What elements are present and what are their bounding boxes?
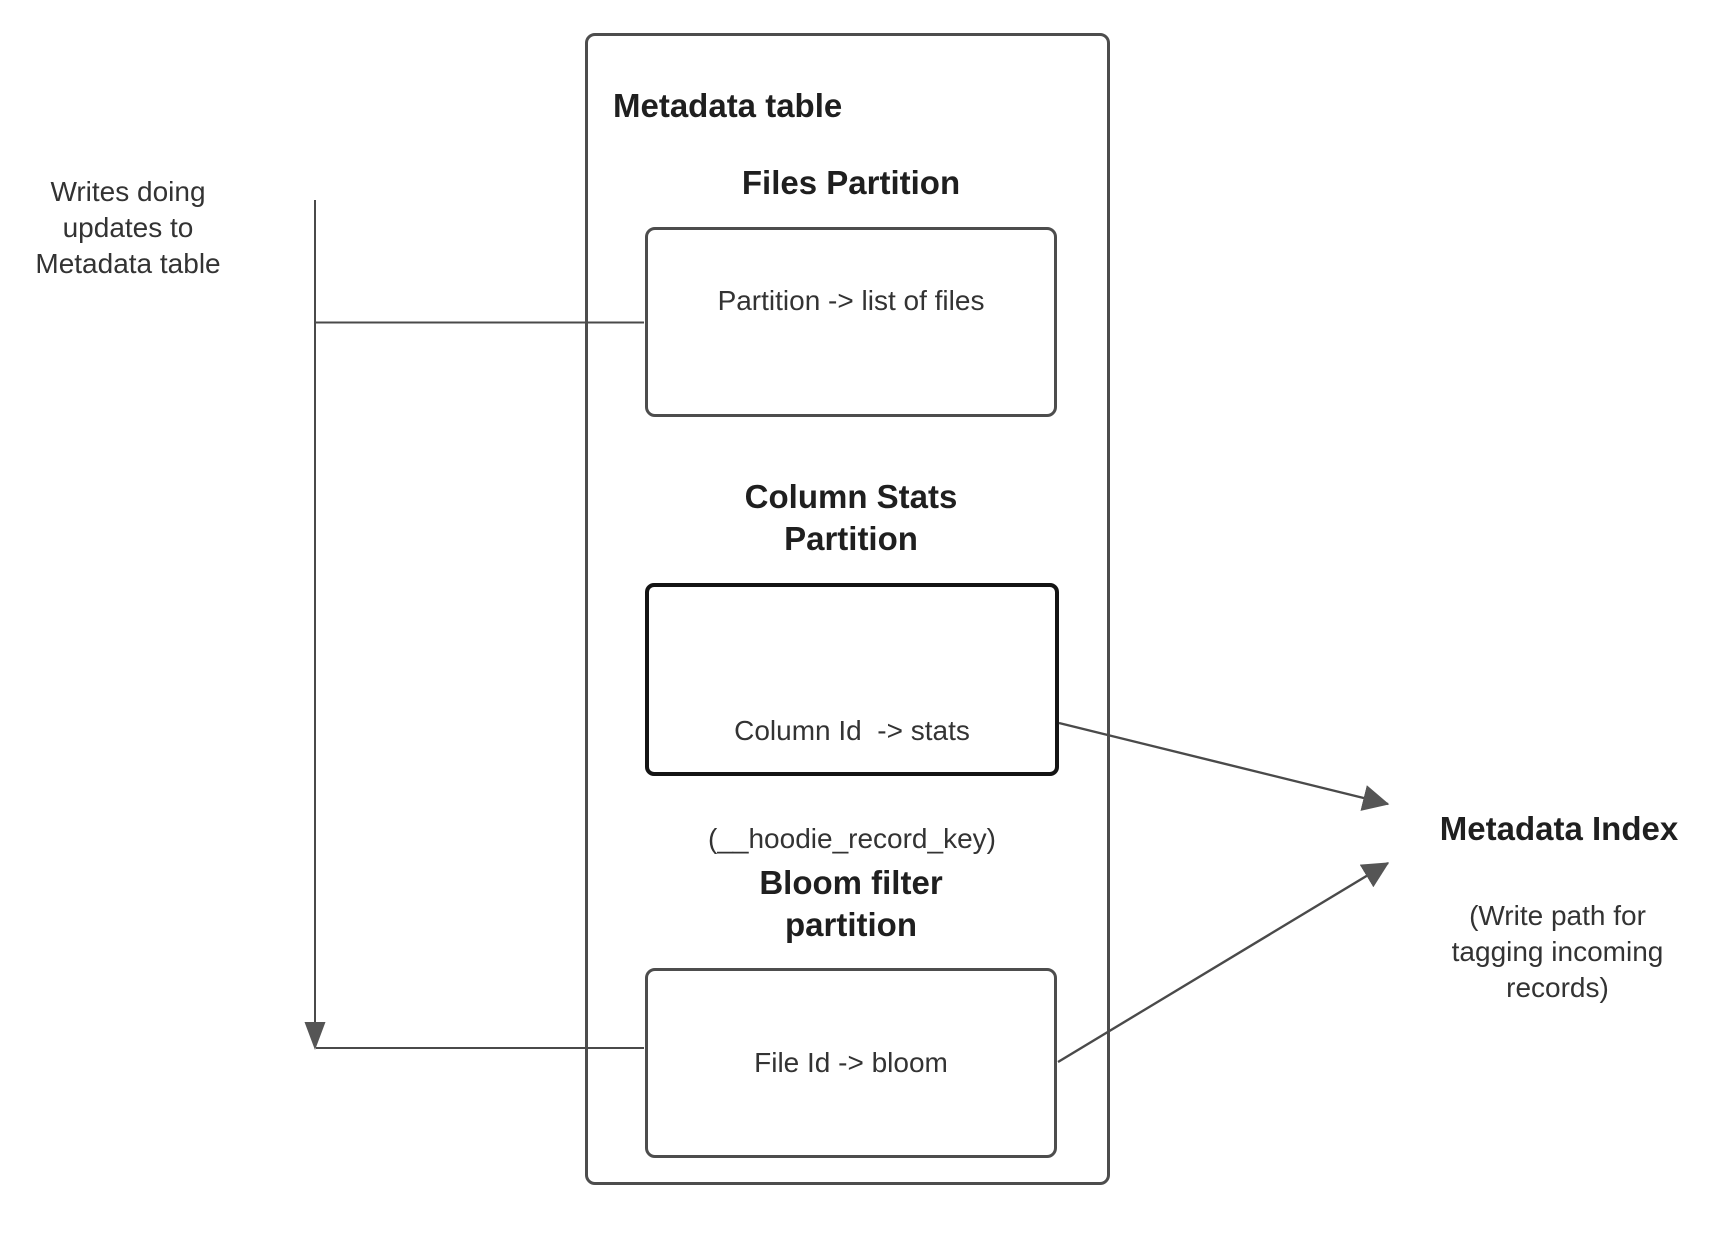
down-arrowhead-icon (304, 1022, 326, 1050)
bloom-heading-line2: partition (785, 906, 917, 943)
column-stats-body-line1: Column Id -> stats (734, 715, 970, 746)
column-stats-body-line2: (__hoodie_record_key) (708, 823, 996, 854)
bloom-filter-body: File Id -> bloom (754, 1047, 948, 1078)
metadata-index-subtitle-line2: tagging incoming (1451, 936, 1664, 967)
column-stats-partition-box: Column Id -> stats (__hoodie_record_key) (645, 583, 1059, 854)
bloom-filter-partition-heading: Bloom filter partition (645, 862, 1057, 946)
files-partition-box: Partition -> list of files (645, 227, 1057, 417)
writes-note: Writes doing updates to Metadata table (8, 174, 248, 282)
files-partition-heading: Files Partition (645, 162, 1057, 204)
writes-note-line1: Writes doing (50, 176, 206, 207)
column-stats-heading-line2: Partition (784, 520, 918, 557)
metadata-table-title: Metadata table (613, 87, 843, 124)
metadata-index-subtitle-line1: (Write path for (1469, 900, 1646, 931)
files-partition-body: Partition -> list of files (717, 285, 985, 316)
metadata-index-subtitle-line3: records) (1506, 972, 1609, 1003)
writes-note-line2: updates to (62, 212, 194, 243)
metadata-index-subtitle: (Write path for tagging incoming records… (1395, 898, 1718, 1006)
column-stats-partition-heading: Column Stats Partition (645, 476, 1057, 560)
bloom-heading-line1: Bloom filter (759, 864, 943, 901)
bloom-filter-partition-box: File Id -> bloom (645, 968, 1057, 1158)
writes-note-line3: Metadata table (35, 248, 221, 279)
column-stats-heading-line1: Column Stats (744, 478, 958, 515)
metadata-index-title: Metadata Index (1439, 810, 1679, 847)
files-partition-heading-line: Files Partition (741, 164, 961, 201)
